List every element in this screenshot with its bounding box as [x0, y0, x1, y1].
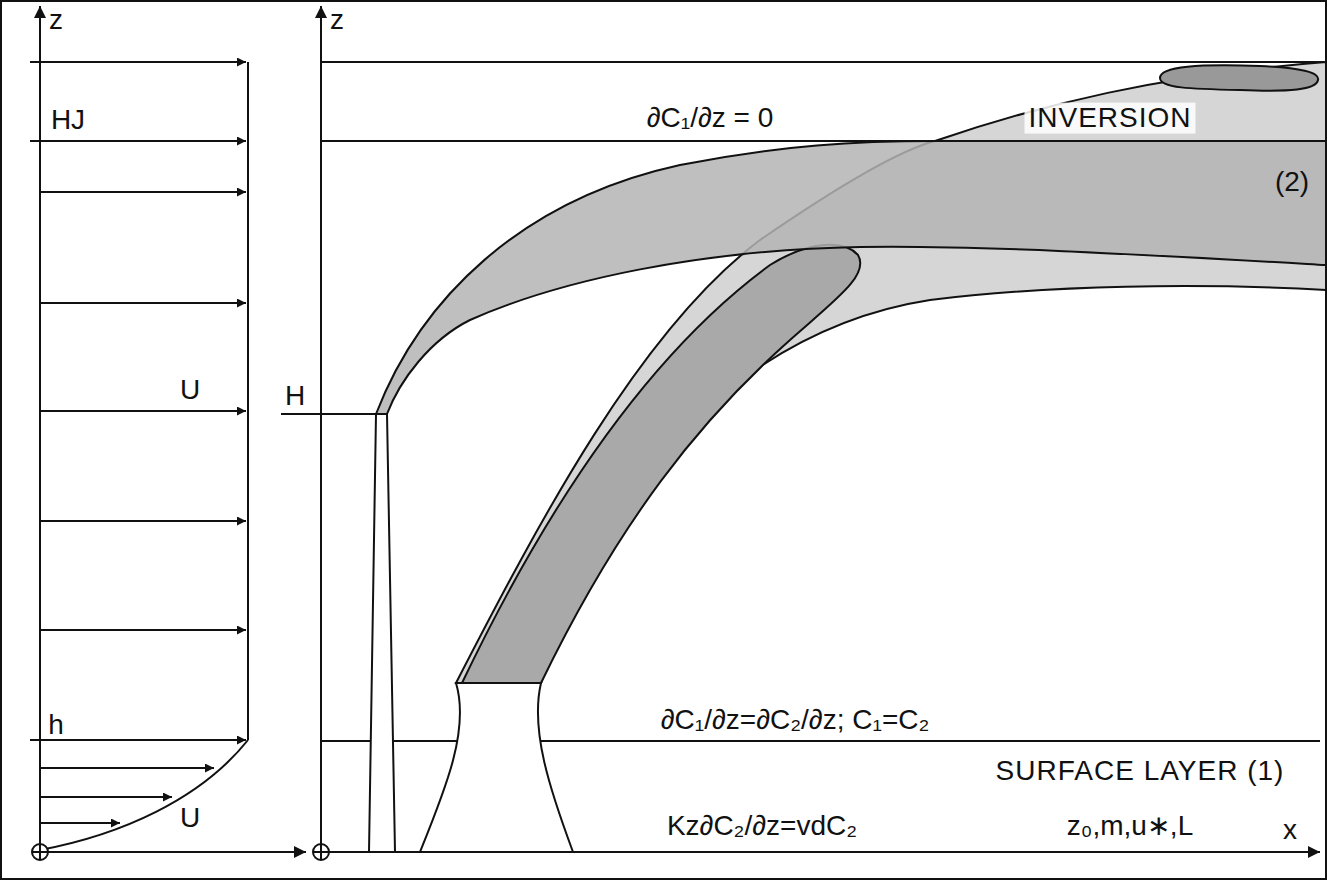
- height-label: HJ: [51, 105, 85, 136]
- boundary-condition: ∂C₁/∂z = 0: [647, 103, 774, 134]
- axes-and-layers: [281, 6, 1326, 860]
- boundary-condition: ∂C₁/∂z=∂C₂/∂z; C₁=C₂: [661, 705, 930, 736]
- layer-name: INVERSION: [1024, 103, 1195, 134]
- boundary-condition: Kz∂C₂/∂z=vdC₂: [667, 811, 857, 842]
- surface-parameters: z₀,m,u∗,L: [1067, 811, 1193, 842]
- wind-speed-label: U: [180, 803, 200, 834]
- wind-profile: [30, 6, 306, 860]
- cooling-tower: [420, 683, 573, 852]
- stack: [369, 414, 395, 852]
- height-label: h: [48, 710, 64, 741]
- axis-label: z: [330, 5, 344, 36]
- region-number: (2): [1275, 167, 1309, 198]
- layer-name: SURFACE LAYER (1): [996, 756, 1285, 787]
- axis-label: z: [49, 5, 63, 36]
- plumes: [376, 62, 1326, 683]
- height-label: H: [285, 381, 305, 412]
- wind-speed-label: U: [180, 375, 200, 406]
- axis-label: x: [1283, 815, 1297, 846]
